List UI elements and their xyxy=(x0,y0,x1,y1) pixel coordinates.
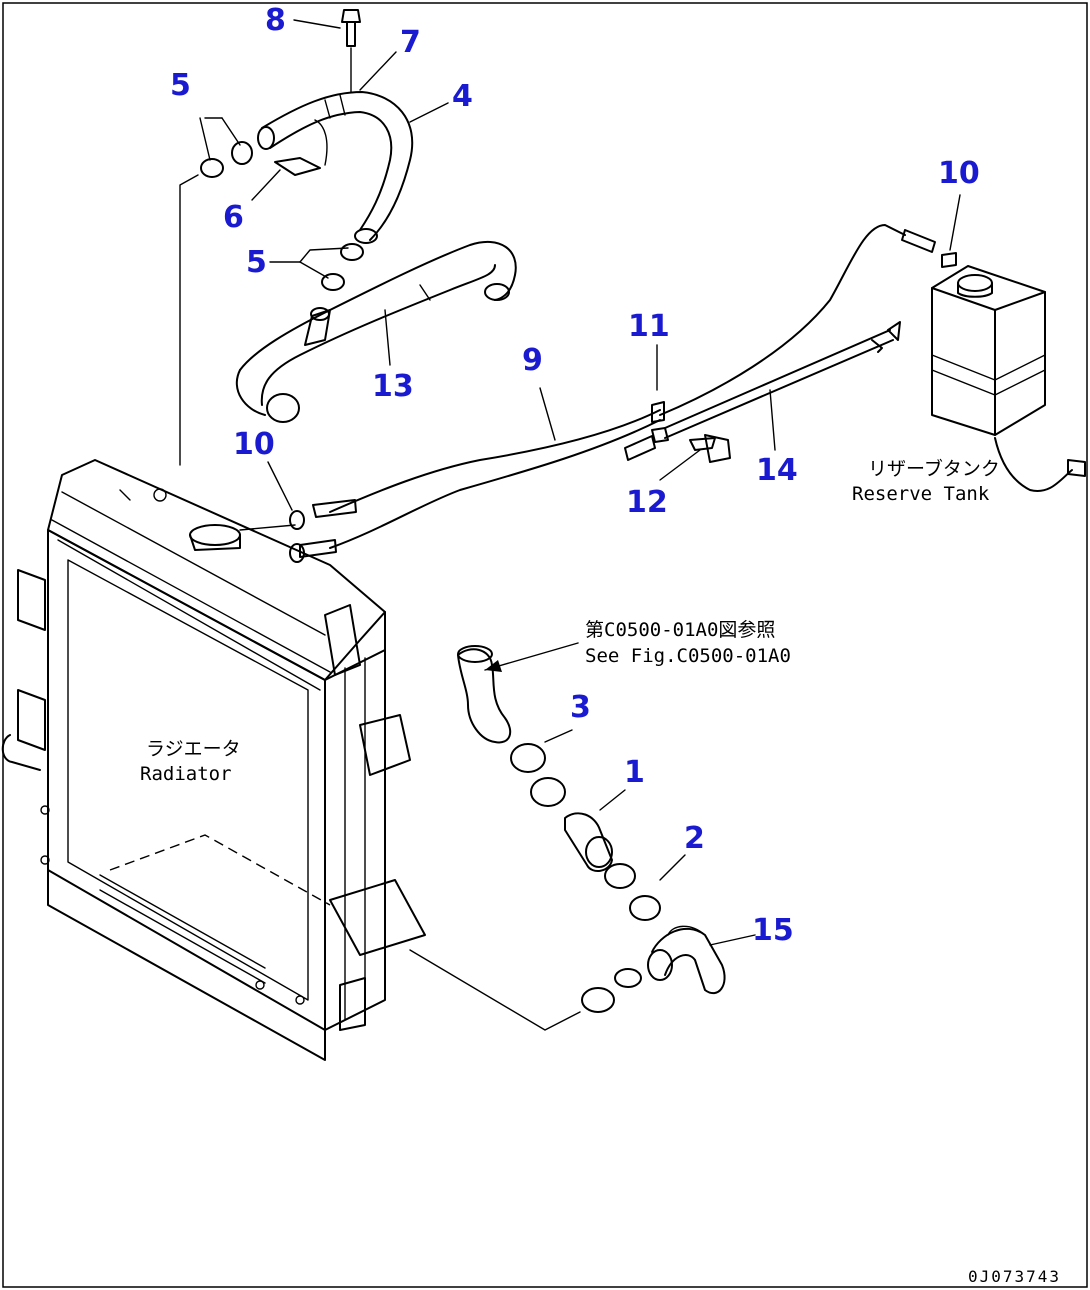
callout-8: 8 xyxy=(265,3,286,38)
reference-label-jp: 第C0500-01A0図参照 xyxy=(585,619,775,641)
reserve-tank xyxy=(931,252,1086,492)
callout-4: 4 xyxy=(452,79,473,114)
leader-lines xyxy=(251,19,961,946)
reserve-tank-label-en: Reserve Tank xyxy=(852,483,990,505)
callout-13: 13 xyxy=(372,369,414,404)
callout-14: 14 xyxy=(756,453,798,488)
callout-5: 5 xyxy=(170,68,191,103)
reserve-tank-label-jp: リザーブタンク xyxy=(868,457,1000,480)
callout-10: 10 xyxy=(938,156,980,191)
lower-hose-assembly xyxy=(409,645,726,1031)
callout-9: 9 xyxy=(522,343,543,378)
callout-3: 3 xyxy=(570,690,591,725)
clamp-mid xyxy=(299,243,364,291)
rod-14 xyxy=(624,321,901,463)
callout-12: 12 xyxy=(626,485,668,520)
callout-1: 1 xyxy=(624,755,645,790)
callout-2: 2 xyxy=(684,821,705,856)
hose-13 xyxy=(235,240,517,423)
callout-5: 5 xyxy=(246,245,267,280)
callout-10: 10 xyxy=(233,427,275,462)
radiator xyxy=(1,174,426,1061)
callout-7: 7 xyxy=(400,25,421,60)
reference-label-en: See Fig.C0500-01A0 xyxy=(585,645,791,667)
drawing-id: 0J073743 xyxy=(968,1267,1061,1286)
callout-15: 15 xyxy=(752,913,794,948)
radiator-label-en: Radiator xyxy=(140,763,232,785)
hose-9 xyxy=(239,224,936,563)
callout-11: 11 xyxy=(628,309,670,344)
callout-6: 6 xyxy=(223,200,244,235)
radiator-label-jp: ラジエータ xyxy=(146,738,241,760)
upper-hose xyxy=(257,9,414,244)
clamp-upper xyxy=(199,117,253,178)
